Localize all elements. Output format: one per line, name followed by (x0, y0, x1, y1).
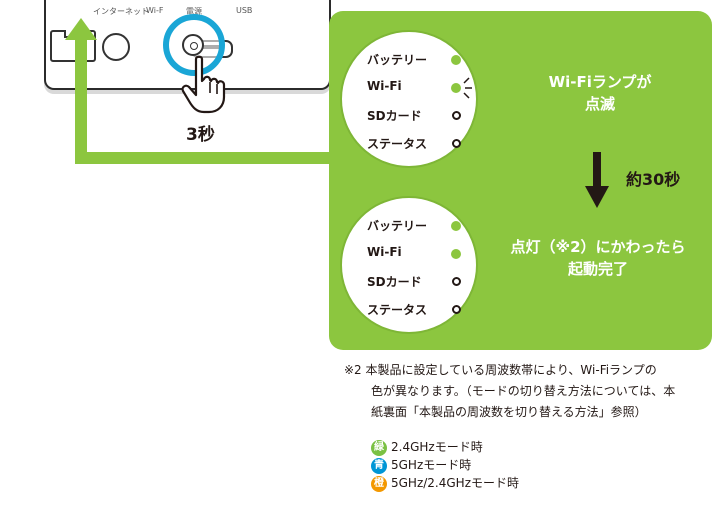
flow-arrow-icon (65, 18, 332, 164)
lamp-label-status-2: ステータス (367, 303, 428, 317)
footnote: ※2 本製品に設定している周波数帯により、Wi-Fiランプの 色が異なります。（… (344, 360, 675, 423)
legend-item-orange: 橙 5GHz/2.4GHzモード時 (371, 474, 519, 492)
legend-text-blue: 5GHzモード時 (391, 458, 472, 472)
lamp-status-indicator-2 (452, 305, 461, 314)
lamp-sd-indicator (452, 111, 461, 120)
wait-duration-label: 約30秒 (626, 170, 681, 189)
lamp-label-battery: バッテリー (367, 53, 428, 67)
step2-message-line1: 点灯（※2）にかわったら (510, 238, 686, 256)
lamp-wifi-indicator (451, 83, 461, 93)
blink-rays-icon (463, 77, 472, 99)
step1-message-line2: 点滅 (584, 95, 615, 113)
lamp-label-sd: SDカード (367, 109, 422, 123)
usb-port-label: USB (236, 6, 253, 15)
step2-message: 点灯（※2）にかわったら 起動完了 (488, 236, 708, 280)
hand-pointer-icon (181, 55, 226, 114)
lamp-label-status: ステータス (367, 137, 428, 151)
lamp-sd-indicator-2 (452, 277, 461, 286)
legend-text-orange: 5GHz/2.4GHzモード時 (391, 476, 520, 490)
color-legend: 緑 2.4GHzモード時 青 5GHzモード時 橙 5GHz/2.4GHzモード時 (371, 438, 519, 492)
orange-badge: 橙 (371, 475, 387, 492)
footnote-line1: ※2 本製品に設定している周波数帯により、Wi-Fiランプの (344, 363, 657, 377)
wifi-port-label: Wi-F (146, 6, 164, 15)
footnote-line2: 色が異なります。（モードの切り替え方法については、本 (371, 384, 676, 398)
legend-text-green: 2.4GHzモード時 (391, 440, 483, 454)
lamp-wifi-indicator-2 (451, 249, 461, 259)
press-duration-label: 3秒 (186, 125, 215, 145)
power-highlight-ring (163, 14, 225, 76)
legend-item-green: 緑 2.4GHzモード時 (371, 438, 519, 456)
lamp-status-indicator (452, 139, 461, 148)
step1-message-line1: Wi-Fiランプが (548, 73, 652, 91)
footnote-line3: 紙裏面「本製品の周波数を切り替える方法」参照） (371, 405, 647, 419)
step2-message-line2: 起動完了 (567, 260, 628, 278)
power-button[interactable] (182, 34, 204, 56)
lamp-label-battery-2: バッテリー (367, 219, 428, 233)
lamp-label-wifi: Wi-Fi (367, 79, 402, 93)
green-badge: 緑 (371, 439, 387, 456)
step1-message: Wi-Fiランプが 点滅 (500, 71, 700, 115)
lamp-label-wifi-2: Wi-Fi (367, 245, 402, 259)
lamp-battery-indicator-2 (451, 221, 461, 231)
down-arrow-icon (585, 152, 609, 208)
blue-badge: 青 (371, 457, 387, 474)
legend-item-blue: 青 5GHzモード時 (371, 456, 519, 474)
lamp-battery-indicator (451, 55, 461, 65)
wps-button (102, 33, 130, 61)
internet-port-label: インターネット (93, 7, 149, 16)
power-port-label: 電源 (186, 7, 202, 16)
lamp-label-sd-2: SDカード (367, 275, 422, 289)
